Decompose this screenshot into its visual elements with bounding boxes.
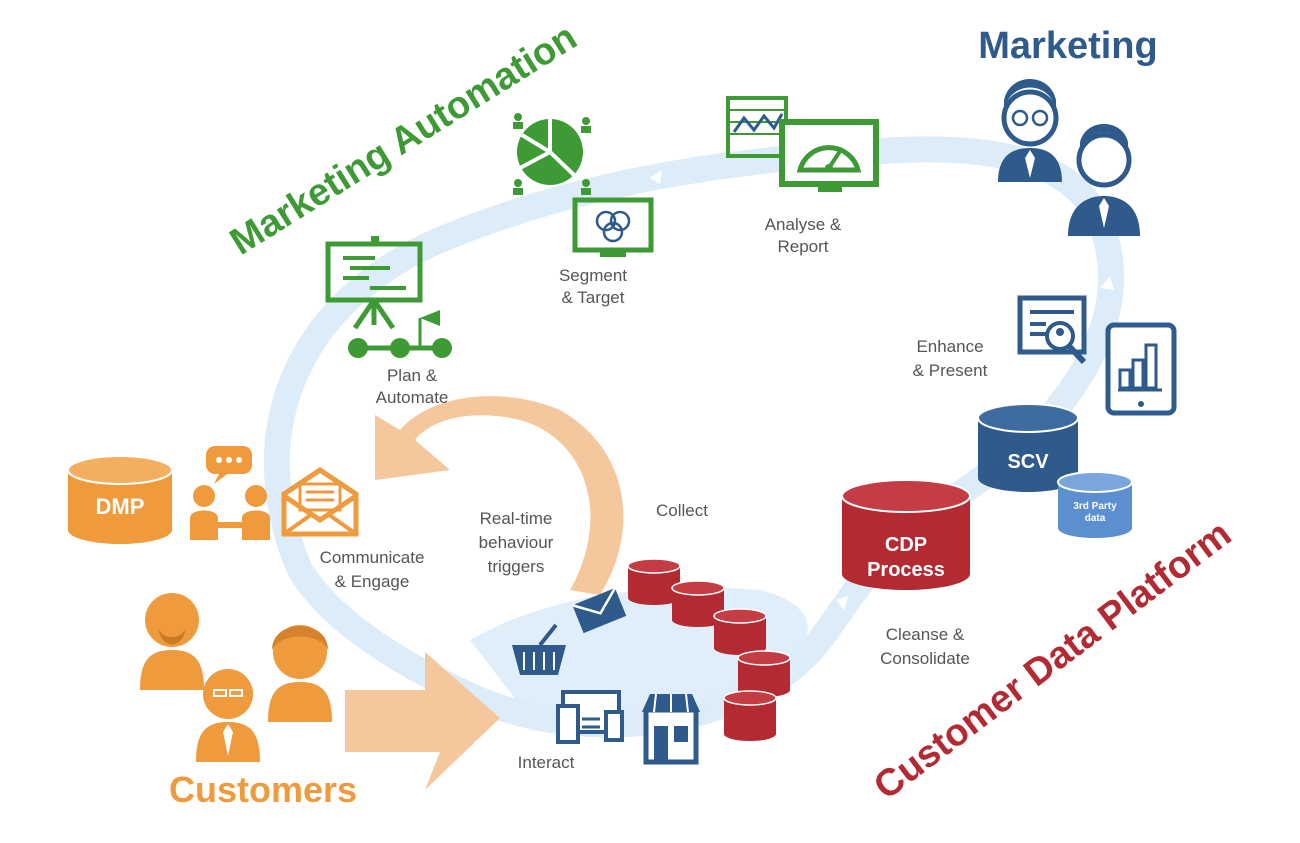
presentation-board-icon <box>325 236 452 358</box>
collect-db-3 <box>713 608 767 655</box>
plan-label-2: Automate <box>376 388 449 407</box>
scv-label: SCV <box>1007 451 1049 473</box>
collect-db-1 <box>627 558 681 605</box>
step-cleanse-consolidate: Cleanse & Consolidate <box>880 625 970 668</box>
store-icon <box>642 693 700 765</box>
realtime-trigger-arrow <box>375 396 624 595</box>
loop-arrow-4 <box>312 392 324 406</box>
collect-label: Collect <box>656 501 708 520</box>
envelope-icon <box>281 466 359 537</box>
step-communicate-engage: Communicate & Engage <box>320 548 425 591</box>
devices-icon <box>556 690 624 744</box>
step-plan-automate: Plan & Automate <box>376 366 449 407</box>
cdp-database: CDP Process <box>841 479 971 590</box>
loop-arrow-2 <box>1100 276 1114 290</box>
segment-label-1: Segment <box>559 266 627 285</box>
segment-label-2: & Target <box>561 288 624 307</box>
analyse-label-2: Report <box>777 237 828 256</box>
step-segment-target: Segment & Target <box>559 266 627 307</box>
cleanse-label-2: Consolidate <box>880 649 970 668</box>
collect-db-4 <box>737 650 791 697</box>
customers-flow-arrow <box>345 652 500 790</box>
title-marketing: Marketing <box>978 25 1157 67</box>
loop-arrow-1 <box>650 170 662 184</box>
dmp-database: DMP <box>67 455 173 544</box>
cleanse-label-1: Cleanse & <box>886 625 965 644</box>
title-customers: Customers <box>169 769 357 810</box>
businessmen-icon <box>998 79 1140 236</box>
communicate-label-1: Communicate <box>320 548 425 567</box>
shopping-basket-icon <box>512 623 566 675</box>
customers-icon <box>140 593 332 762</box>
profile-card-icon <box>1017 295 1087 365</box>
step-analyse-report: Analyse & Report <box>765 215 842 256</box>
gauge-monitor-icon <box>779 119 879 192</box>
tablet-chart-icon <box>1105 322 1177 416</box>
cdp-label-1: CDP <box>885 534 927 556</box>
enhance-label-1: Enhance <box>916 337 983 356</box>
pie-chart-icon <box>513 113 591 195</box>
dmp-label: DMP <box>96 494 145 519</box>
step-enhance-present: Enhance & Present <box>913 337 988 380</box>
third-party-label-1: 3rd Party <box>1073 501 1117 512</box>
chat-people-icon <box>190 446 270 540</box>
realtime-triggers-label: Real-time behaviour triggers <box>479 509 554 576</box>
triggers-label-3: triggers <box>488 557 545 576</box>
email-icon <box>572 587 627 634</box>
third-party-database: 3rd Party data <box>1057 471 1133 538</box>
triggers-label-1: Real-time <box>480 509 553 528</box>
collect-db-2 <box>671 580 725 627</box>
cdp-label-2: Process <box>867 559 945 581</box>
scv-database: SCV <box>977 403 1079 492</box>
communicate-label-2: & Engage <box>335 572 410 591</box>
analyse-label-1: Analyse & <box>765 215 842 234</box>
third-party-label-2: data <box>1085 513 1106 524</box>
collect-db-5 <box>723 690 777 741</box>
triggers-label-2: behaviour <box>479 533 554 552</box>
collect-database-stack <box>627 558 791 741</box>
enhance-label-2: & Present <box>913 361 988 380</box>
monitor-venn-icon <box>572 197 654 257</box>
plan-label-1: Plan & <box>387 366 438 385</box>
interact-label: Interact <box>518 753 575 772</box>
loop-arrow-3 <box>836 596 848 610</box>
